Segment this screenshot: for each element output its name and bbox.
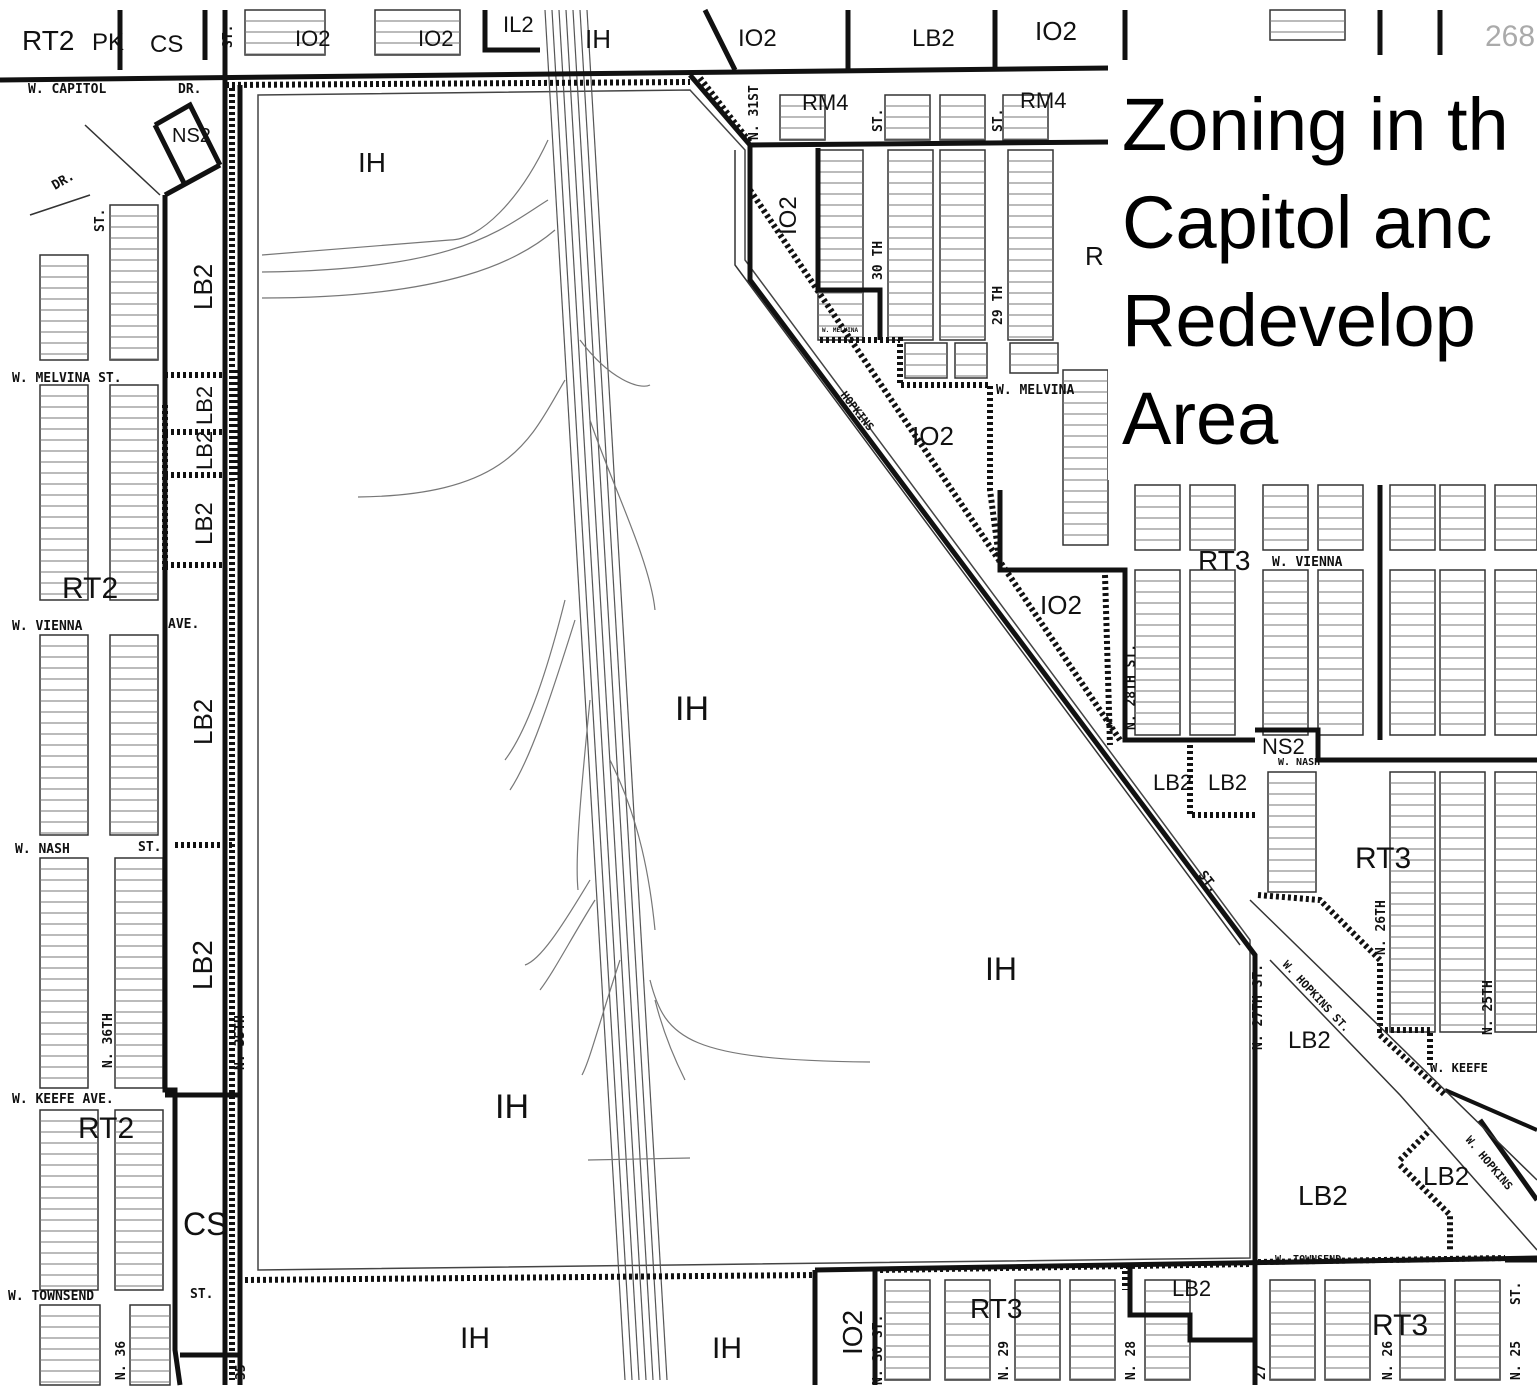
- street-label: N. 35TH: [233, 1015, 248, 1070]
- street-label: W. CAPITOL: [28, 82, 106, 97]
- zone-label: IO2: [1040, 590, 1082, 620]
- zone-label: NS2: [172, 125, 211, 147]
- zone-label: PK: [92, 29, 124, 56]
- zone-label: LB2: [191, 502, 218, 545]
- lot-lines: [40, 20, 1537, 1383]
- street-label: W. KEEFE: [1430, 1061, 1488, 1075]
- street-label: W. MELVINA ST.: [12, 371, 122, 386]
- title-line: Zoning in th: [1122, 83, 1509, 166]
- street-label: N. 25: [1509, 1341, 1524, 1380]
- street-label: ST.: [221, 25, 236, 48]
- zone-label: IH: [495, 1088, 529, 1126]
- street-label: N. 31ST: [747, 85, 762, 140]
- zone-label: LB2: [187, 940, 218, 990]
- zone-label: RM4: [802, 90, 848, 115]
- zone-label: LB2: [1172, 1276, 1211, 1301]
- page-number: 268: [1485, 20, 1535, 53]
- street-label: N. 30 ST.: [871, 1315, 886, 1385]
- street-label: N. 26TH: [1374, 900, 1389, 955]
- street-label: ST.: [138, 840, 161, 855]
- dotted-boundaries: [162, 76, 1506, 1380]
- street-label: N. 36TH: [101, 1013, 116, 1068]
- street-label: AVE.: [168, 617, 199, 632]
- street-label: W. KEEFE AVE.: [12, 1092, 114, 1107]
- zone-label: IH: [712, 1332, 742, 1365]
- zone-label: RT3: [1372, 1309, 1428, 1342]
- street-label: N. 36: [114, 1341, 129, 1380]
- street-label: W. MELVINA: [996, 383, 1074, 398]
- zone-labels: RT2 PK CS IO2 IO2 IL2 IH IO2 LB2 IO2 RM4…: [22, 12, 1469, 1365]
- zone-label: LB2: [192, 386, 217, 425]
- street-label: ST.: [871, 109, 886, 132]
- street-label: ST.: [991, 109, 1006, 132]
- zone-label: RT3: [970, 1293, 1022, 1324]
- zone-label: IH: [985, 951, 1017, 987]
- street-label: W. TOWNSEND: [1275, 1254, 1341, 1265]
- street-label: W. NASH: [15, 842, 70, 857]
- street-label: 35: [234, 1364, 249, 1380]
- zone-label: IO2: [295, 26, 330, 51]
- zone-label: IO2: [837, 1310, 868, 1355]
- street-label: N. 25TH: [1481, 980, 1496, 1035]
- zone-label: IO2: [1035, 16, 1077, 46]
- zone-label: LB2: [1298, 1180, 1348, 1211]
- zone-label: LB2: [912, 25, 955, 52]
- zone-label: RT2: [22, 25, 74, 56]
- zone-label: IH: [585, 24, 611, 54]
- street-label: ST.: [93, 209, 108, 232]
- street-label: N. 28TH ST.: [1124, 644, 1139, 730]
- zone-label: RT3: [1198, 545, 1250, 576]
- zone-label: IO2: [775, 196, 802, 235]
- title-line: Redevelop: [1122, 279, 1476, 362]
- street-label: N. 26: [1381, 1341, 1396, 1380]
- zone-label: LB2: [1208, 770, 1247, 795]
- zone-label: CS: [150, 31, 183, 58]
- street-label: N. 28: [1124, 1341, 1139, 1380]
- street-label: N. 29: [997, 1341, 1012, 1380]
- hopkins-street: [29, 124, 1537, 1251]
- zone-label: IO2: [912, 421, 954, 451]
- map-title: Zoning in th Capitol anc Redevelop Area: [1108, 60, 1537, 480]
- street-label: N. 27TH ST.: [1251, 964, 1266, 1050]
- zone-label: IO2: [418, 26, 453, 51]
- zone-label: CS: [183, 1206, 227, 1242]
- street-label: 30 TH: [871, 241, 886, 280]
- zone-label: LB2: [188, 264, 218, 310]
- zone-label: LB2: [1288, 1027, 1331, 1054]
- street-label: 29 TH: [991, 286, 1006, 325]
- zone-label: RT2: [78, 1112, 134, 1145]
- zone-label: LB2: [188, 699, 218, 745]
- street-label: 27: [1254, 1364, 1269, 1380]
- zone-label: IH: [358, 147, 386, 178]
- zone-label: LB2: [1153, 770, 1192, 795]
- zone-label: RT2: [62, 572, 118, 605]
- zone-label: RT3: [1355, 842, 1411, 875]
- railroad-tracks: [261, 9, 871, 1381]
- zone-label: IH: [675, 690, 709, 728]
- zone-label: RM4: [1020, 88, 1066, 113]
- street-label: DR.: [178, 82, 201, 97]
- zone-label: LB2: [1423, 1161, 1469, 1191]
- street-label: W. VIENNA: [1272, 555, 1343, 570]
- title-line: Capitol anc: [1122, 181, 1493, 264]
- ih-parcel-outline: [257, 89, 1251, 1271]
- zone-label: NS2: [1262, 734, 1305, 759]
- street-label: W. MELVINA: [822, 327, 859, 334]
- zone-label: LB2: [192, 431, 217, 470]
- zone-label: IO2: [738, 25, 777, 52]
- street-label: ST.: [190, 1287, 213, 1302]
- street-label: W. TOWNSEND: [8, 1289, 94, 1304]
- street-label: W. NASH: [1278, 757, 1320, 768]
- zone-label: R: [1085, 241, 1104, 271]
- street-label: ST.: [1509, 1282, 1524, 1305]
- title-line: Area: [1122, 377, 1279, 460]
- zone-label: IL2: [503, 12, 534, 37]
- zone-label: IH: [460, 1322, 490, 1355]
- street-label: W. VIENNA: [12, 619, 83, 634]
